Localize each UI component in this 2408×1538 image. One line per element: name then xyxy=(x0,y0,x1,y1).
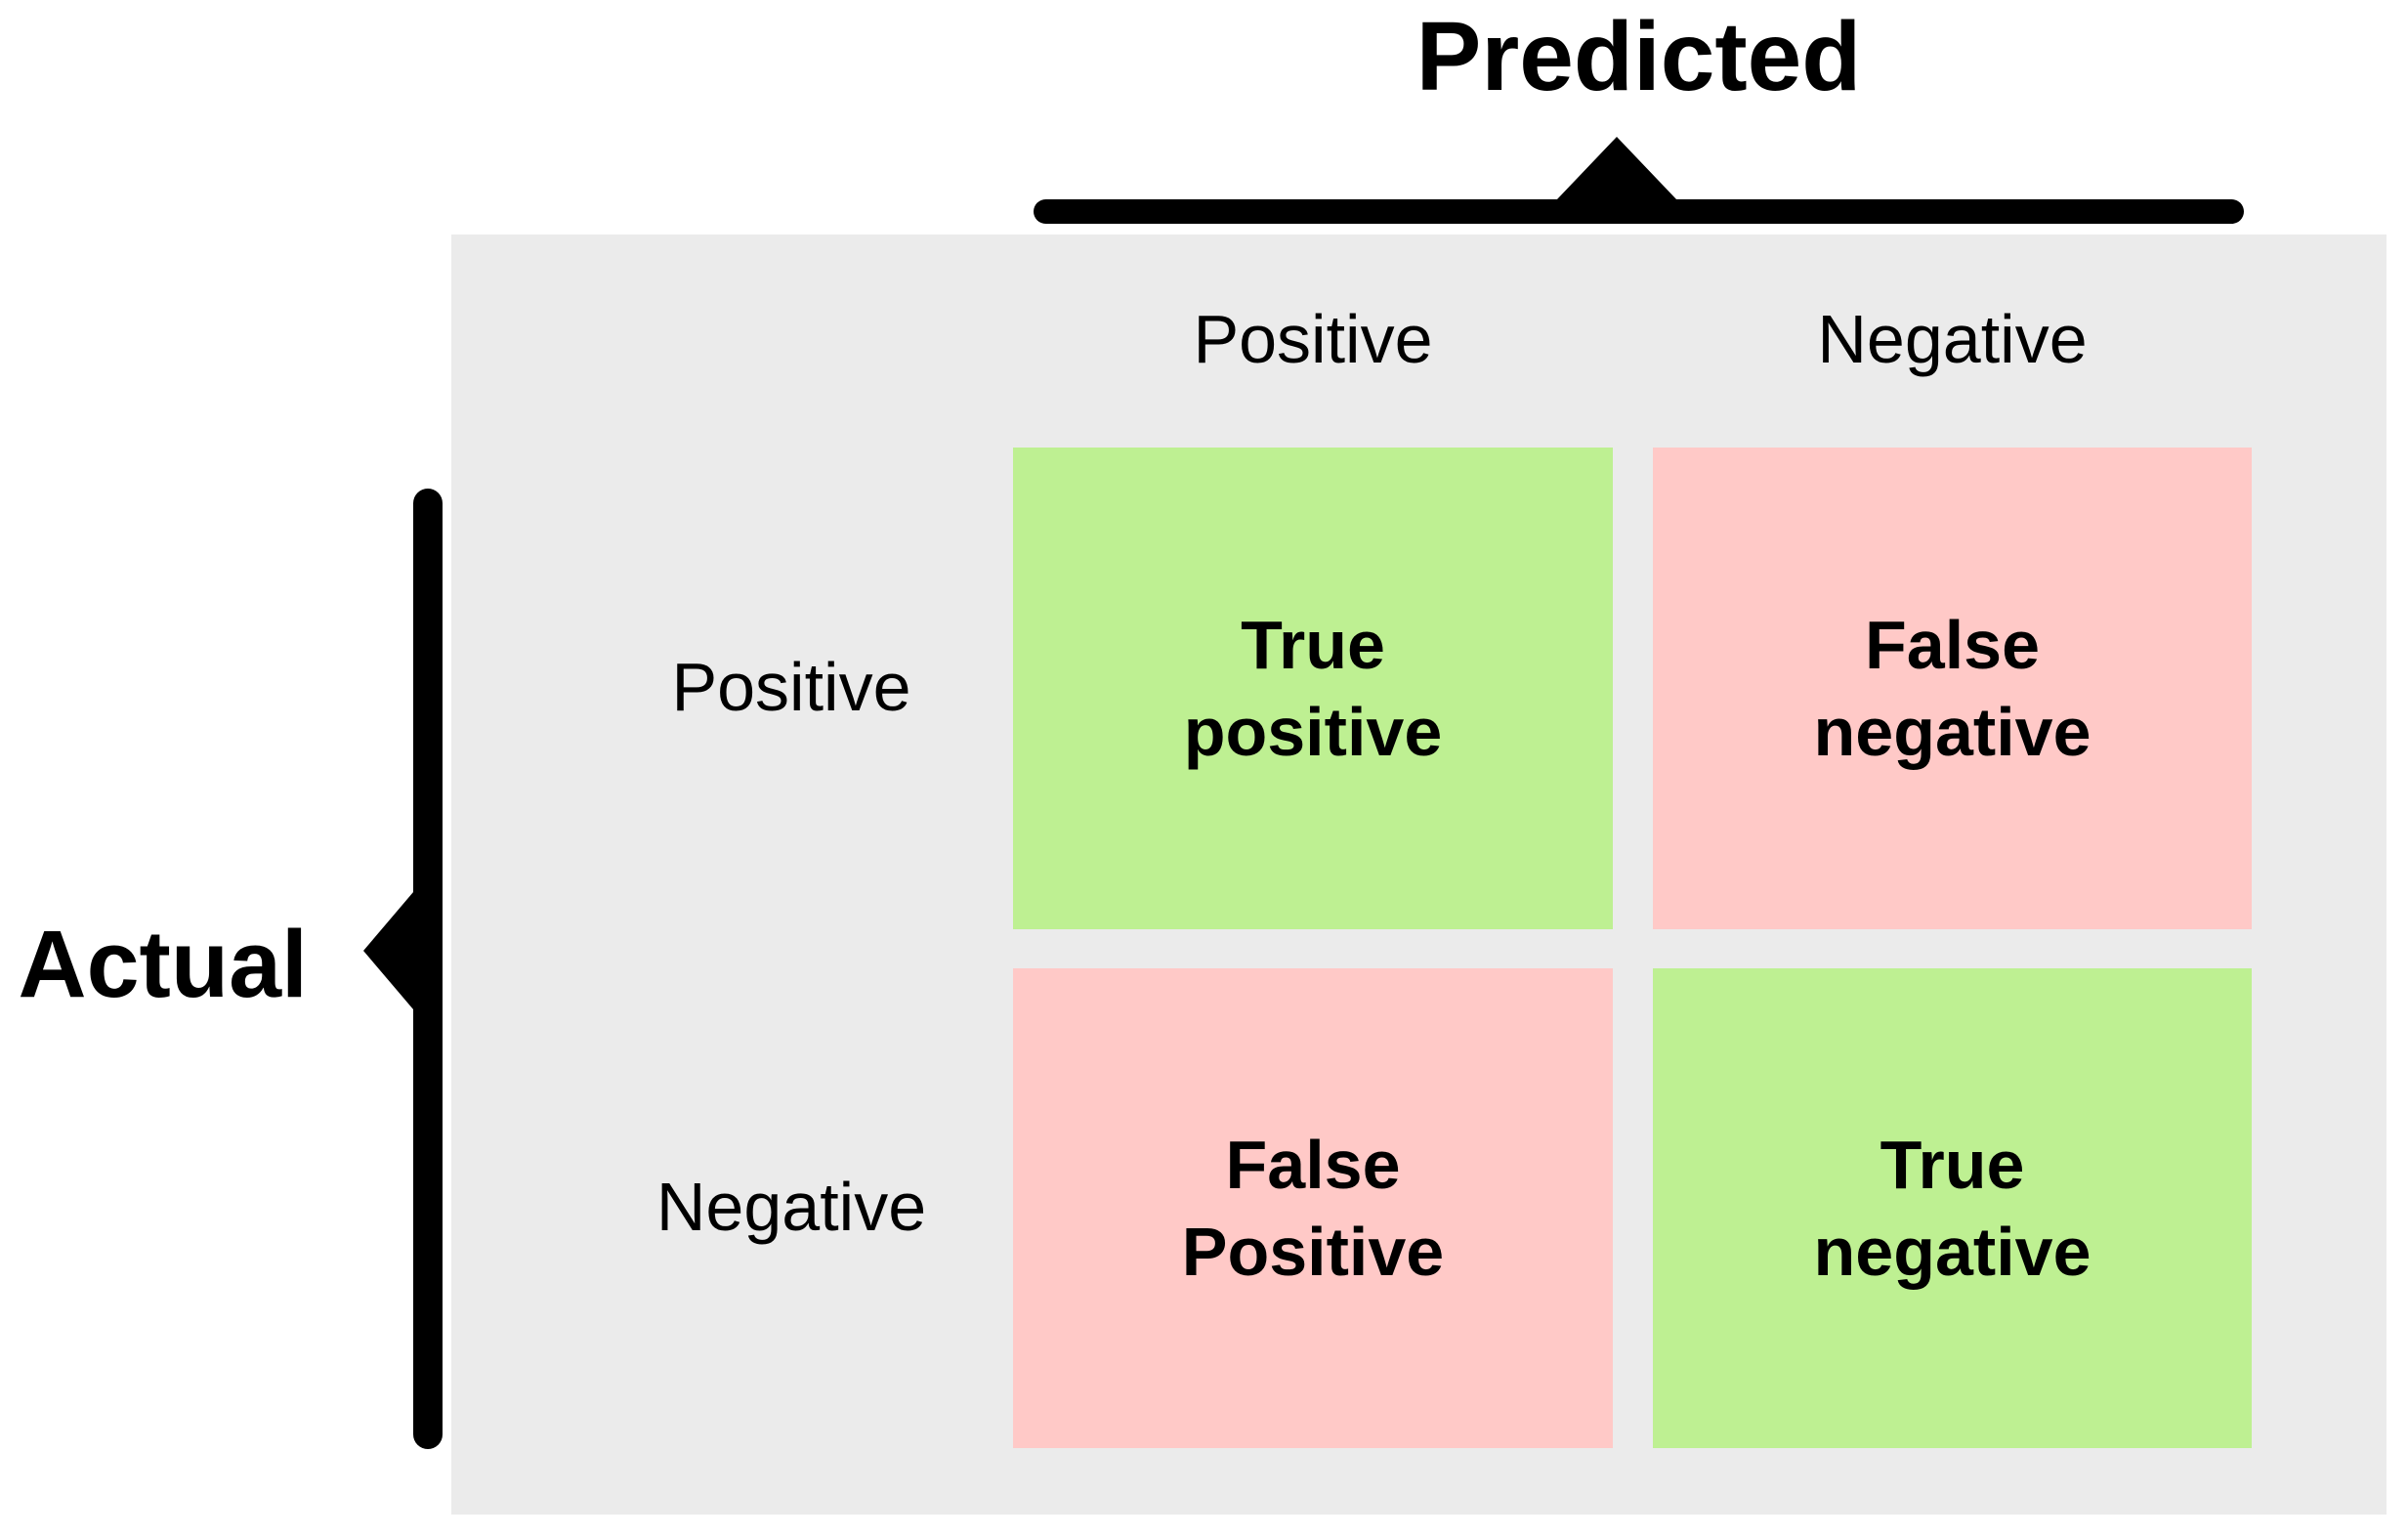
column-header-positive: Positive xyxy=(1193,301,1433,377)
column-header-negative: Negative xyxy=(1817,301,2088,377)
cell-text-line: False xyxy=(1225,1126,1401,1203)
cell-false-negative: False negative xyxy=(1653,448,2252,929)
actual-axis-title: Actual xyxy=(18,911,308,1017)
predicted-axis-line xyxy=(1034,199,2244,224)
row-label-positive: Positive xyxy=(671,649,911,725)
cell-false-positive: False Positive xyxy=(1013,968,1613,1448)
cell-true-negative: True negative xyxy=(1653,968,2252,1448)
cell-true-positive: True positive xyxy=(1013,448,1613,929)
cell-text-line: positive xyxy=(1183,693,1443,770)
cell-text-line: negative xyxy=(1813,693,2091,770)
cell-text-line: False xyxy=(1865,606,2040,683)
row-label-negative: Negative xyxy=(655,1169,927,1245)
actual-axis-line xyxy=(413,489,443,1449)
arrow-up-icon xyxy=(1556,137,1677,200)
arrow-left-icon xyxy=(363,892,413,1009)
predicted-axis-title: Predicted xyxy=(1415,2,1862,111)
cell-text-line: True xyxy=(1241,606,1385,683)
cell-text-line: Positive xyxy=(1181,1213,1445,1290)
cell-text-line: True xyxy=(1880,1126,2025,1203)
cell-text-line: negative xyxy=(1813,1213,2091,1290)
